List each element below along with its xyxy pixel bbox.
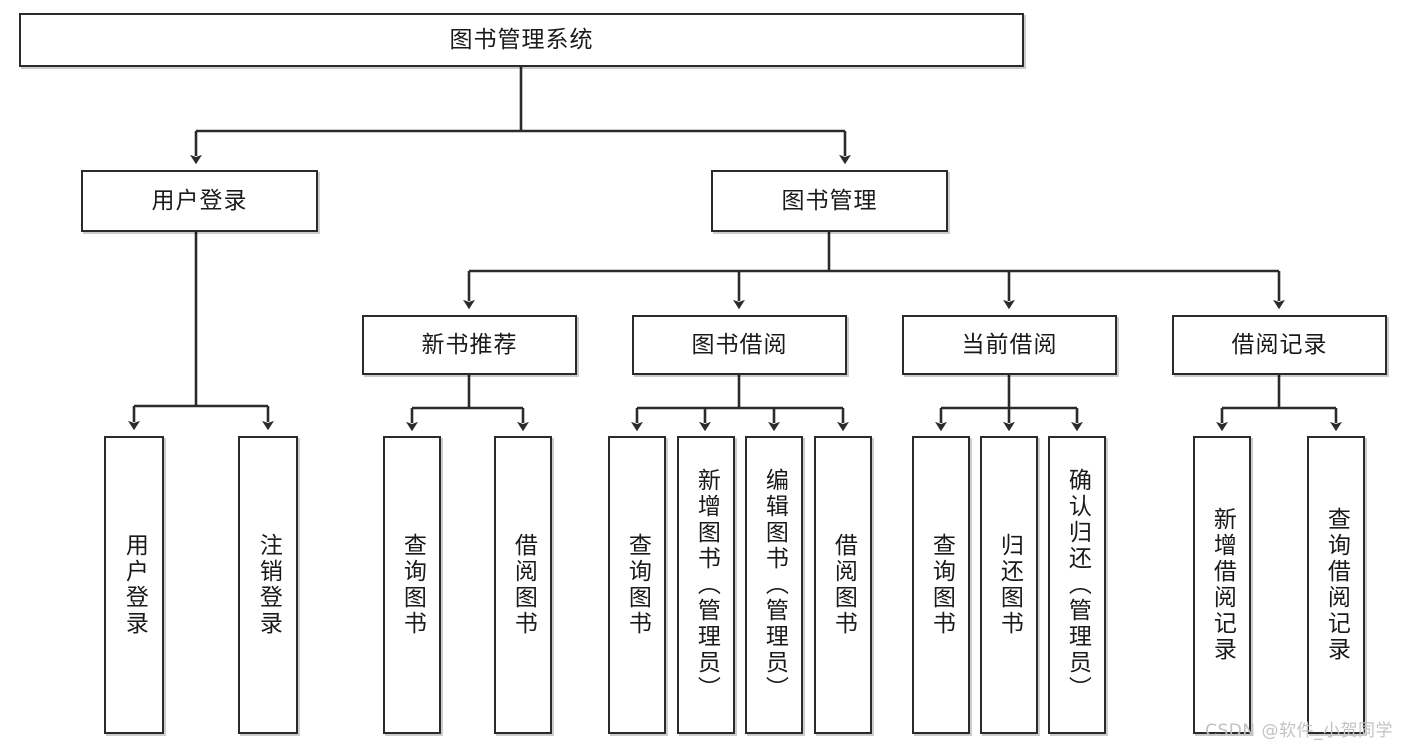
node-leaf-query-book-3-label: 查询图书: [928, 533, 955, 637]
node-leaf-user-login-label: 用户登录: [121, 533, 148, 637]
node-leaf-query-book-3[interactable]: 查询图书: [912, 436, 970, 734]
node-borrow-record[interactable]: 借阅记录: [1172, 315, 1387, 375]
node-leaf-query-book-2[interactable]: 查询图书: [608, 436, 666, 734]
node-new-book-rec[interactable]: 新书推荐: [362, 315, 577, 375]
node-borrow-record-label: 借阅记录: [1231, 331, 1328, 358]
node-leaf-edit-book-label: 编辑图书（管理员）: [761, 468, 788, 702]
node-current-borrow[interactable]: 当前借阅: [902, 315, 1117, 375]
node-leaf-add-book-label: 新增图书（管理员）: [693, 468, 720, 702]
node-leaf-add-record[interactable]: 新增借阅记录: [1193, 436, 1251, 734]
node-user-login[interactable]: 用户登录: [81, 170, 318, 232]
node-new-book-rec-label: 新书推荐: [421, 331, 518, 358]
node-book-borrow[interactable]: 图书借阅: [632, 315, 847, 375]
node-leaf-query-record-label: 查询借阅记录: [1323, 507, 1350, 663]
node-leaf-user-login[interactable]: 用户登录: [104, 436, 164, 734]
node-leaf-confirm-return[interactable]: 确认归还（管理员）: [1048, 436, 1106, 734]
node-leaf-add-book[interactable]: 新增图书（管理员）: [677, 436, 735, 734]
node-book-borrow-label: 图书借阅: [691, 331, 788, 358]
node-leaf-return-book-label: 归还图书: [996, 533, 1023, 637]
node-leaf-query-record[interactable]: 查询借阅记录: [1307, 436, 1365, 734]
node-leaf-user-logout[interactable]: 注销登录: [238, 436, 298, 734]
node-user-login-label: 用户登录: [151, 187, 248, 214]
node-leaf-borrow-book-1-label: 借阅图书: [510, 533, 537, 637]
node-leaf-confirm-return-label: 确认归还（管理员）: [1064, 468, 1091, 702]
node-leaf-borrow-book-2-label: 借阅图书: [830, 533, 857, 637]
node-leaf-query-book-1-label: 查询图书: [399, 533, 426, 637]
node-leaf-borrow-book-2[interactable]: 借阅图书: [814, 436, 872, 734]
node-book-manage-label: 图书管理: [781, 187, 878, 214]
node-leaf-query-book-1[interactable]: 查询图书: [383, 436, 441, 734]
node-leaf-borrow-book-1[interactable]: 借阅图书: [494, 436, 552, 734]
node-leaf-query-book-2-label: 查询图书: [624, 533, 651, 637]
node-leaf-user-logout-label: 注销登录: [255, 533, 282, 637]
watermark: CSDN @软件_小贺同学: [1205, 721, 1393, 741]
node-leaf-return-book[interactable]: 归还图书: [980, 436, 1038, 734]
node-leaf-edit-book[interactable]: 编辑图书（管理员）: [745, 436, 803, 734]
node-root[interactable]: 图书管理系统: [19, 13, 1024, 67]
node-leaf-add-record-label: 新增借阅记录: [1209, 507, 1236, 663]
node-book-manage[interactable]: 图书管理: [711, 170, 948, 232]
node-root-label: 图书管理系统: [449, 26, 594, 53]
node-current-borrow-label: 当前借阅: [961, 331, 1058, 358]
